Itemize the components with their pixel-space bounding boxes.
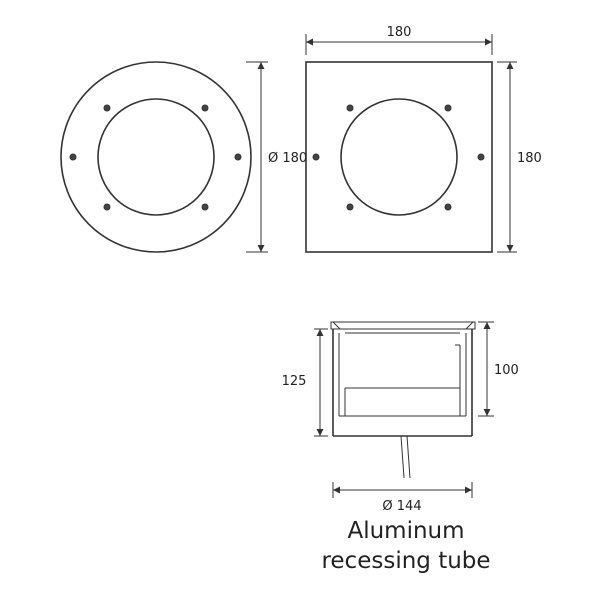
screw-icon: [69, 153, 77, 161]
round-glass: [97, 98, 215, 216]
screw-icon: [477, 153, 485, 161]
screw-icon: [201, 104, 209, 112]
tube-total-height-dimension: 125: [282, 328, 328, 437]
caption-line-2: recessing tube: [321, 548, 490, 574]
cable: [406, 435, 411, 479]
square-width-dimension: 180: [305, 25, 493, 55]
square-height-dimension: 180: [497, 61, 542, 253]
tube-inner-height-label: 100: [494, 363, 519, 378]
screw-icon: [201, 203, 209, 211]
screw-icon: [234, 153, 242, 161]
round-fixture-view: [60, 61, 252, 253]
caption-line-1: Aluminum: [347, 518, 464, 544]
square-glass: [340, 98, 458, 216]
square-fixture-view: [305, 61, 493, 253]
screw-icon: [444, 104, 452, 112]
screw-icon: [312, 153, 320, 161]
tube-total-height-label: 125: [282, 374, 307, 389]
round-diameter-dimension: Ø 180: [246, 61, 307, 253]
recessing-tube-section: [330, 321, 476, 479]
round-outer-ring: [60, 61, 252, 253]
tube-inner-height-dimension: 100: [478, 321, 519, 417]
cable: [400, 435, 405, 479]
square-height-label: 180: [517, 151, 542, 166]
screw-icon: [444, 203, 452, 211]
screw-icon: [103, 104, 111, 112]
screw-icon: [346, 104, 354, 112]
square-width-label: 180: [387, 25, 412, 40]
screw-icon: [103, 203, 111, 211]
tube-flange: [330, 321, 476, 330]
square-plate: [305, 61, 493, 253]
tube-diameter-label: Ø 144: [382, 499, 421, 514]
round-diameter-label: Ø 180: [268, 151, 307, 166]
screw-icon: [346, 203, 354, 211]
tube-diameter-dimension: Ø 144: [332, 482, 473, 514]
